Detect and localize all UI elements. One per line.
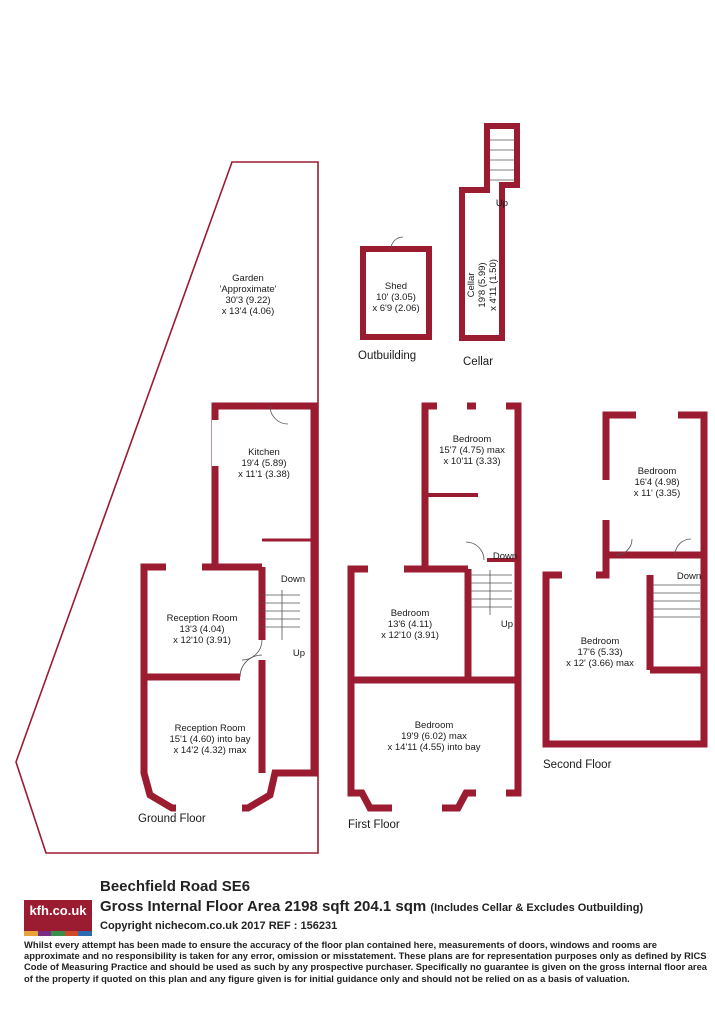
shed-name: Shed <box>385 281 407 292</box>
ff-bed-front-dim2: x 14'11 (4.55) into bay <box>387 742 480 753</box>
sf-stair-down: Down <box>677 571 701 582</box>
shed-dim1: 10' (3.05) <box>376 292 416 303</box>
windows <box>166 402 678 812</box>
ff-bed-mid-dim1: 13'6 (4.11) <box>388 619 432 630</box>
first-stairs <box>470 570 512 615</box>
second-floor-walls <box>542 411 708 748</box>
first-floor-label: First Floor <box>348 819 400 831</box>
agent-logo: kfh.co.uk <box>24 900 92 936</box>
cellar-label: Cellar <box>463 356 493 368</box>
ff-stair-down: Down <box>493 551 517 562</box>
copyright-line: Copyright nichecom.co.uk 2017 REF : 1562… <box>100 920 338 932</box>
ff-bed-rear-name: Bedroom <box>453 434 492 445</box>
garden-outline <box>15 161 319 854</box>
stairs-lines <box>239 139 700 678</box>
garden-dim2: x 13'4 (4.06) <box>222 306 275 317</box>
reception1-name: Reception Room <box>167 613 238 624</box>
cellar-stairs <box>490 139 514 181</box>
floor-area-value: Gross Internal Floor Area 2198 sqft 204.… <box>100 898 427 915</box>
sf-bed-rear-dim1: 16'4 (4.98) <box>634 477 679 488</box>
kitchen-dim1: 19'4 (5.89) <box>241 458 286 469</box>
cellar-stair-up: Up <box>496 198 508 209</box>
shed-dim2: x 6'9 (2.06) <box>372 303 419 314</box>
ff-bed-front-name: Bedroom <box>415 720 454 731</box>
garden-name: Garden <box>232 273 264 284</box>
garden-note: 'Approximate' <box>220 284 277 295</box>
ff-bed-rear-dim1: 15'7 (4.75) max <box>439 445 505 456</box>
cellar-name: Cellar <box>466 273 477 298</box>
sf-bed-rear-dim2: x 11' (3.35) <box>634 488 681 499</box>
garden-dim1: 30'3 (9.22) <box>225 295 270 306</box>
logo-text: kfh.co.uk <box>29 903 87 918</box>
second-stairs <box>652 584 700 618</box>
ff-bed-mid-dim2: x 12'10 (3.91) <box>381 630 439 641</box>
property-address: Beechfield Road SE6 <box>100 878 251 895</box>
ff-bed-rear-dim2: x 10'11 (3.33) <box>443 456 500 467</box>
sf-bed-front-dim1: 17'6 (5.33) <box>577 647 622 658</box>
kitchen-name: Kitchen <box>248 447 280 458</box>
logo-stripe-1 <box>24 931 38 936</box>
shed-walls <box>360 246 432 340</box>
reception1-dim2: x 12'10 (3.91) <box>173 635 231 646</box>
reception2-dim2: x 14'2 (4.32) max <box>173 745 246 756</box>
logo-color-bar <box>24 931 92 936</box>
ground-floor-label: Ground Floor <box>138 813 206 825</box>
logo-stripe-4 <box>64 931 79 936</box>
second-floor-label: Second Floor <box>543 759 612 771</box>
cellar-dim2: x 4'11 (1.50) <box>488 259 499 311</box>
floor-area: Gross Internal Floor Area 2198 sqft 204.… <box>100 898 643 915</box>
reception2-dim1: 15'1 (4.60) into bay <box>169 734 250 745</box>
outbuilding-label: Outbuilding <box>358 350 416 362</box>
ff-bed-mid-name: Bedroom <box>391 608 430 619</box>
logo-stripe-2 <box>37 931 52 936</box>
sf-bed-front-name: Bedroom <box>581 636 620 647</box>
floor-plan-drawing: Garden 'Approximate' 30'3 (9.22) x 13'4 … <box>15 123 708 854</box>
kitchen-dim2: x 11'1 (3.38) <box>238 469 290 480</box>
sf-bed-front-dim2: x 12' (3.66) max <box>566 658 634 669</box>
logo-stripe-3 <box>51 931 65 936</box>
logo-stripe-5 <box>78 931 92 936</box>
floor-area-note: (Includes Cellar & Excludes Outbuilding) <box>430 902 644 914</box>
reception1-dim1: 13'3 (4.04) <box>179 624 224 635</box>
ground-floor-walls <box>140 402 318 812</box>
ground-stairs <box>262 590 300 640</box>
cellar-dim1: 19'8 (5.99) <box>477 262 488 307</box>
disclaimer-text: Whilst every attempt has been made to en… <box>24 939 708 984</box>
ground-stair-up: Up <box>293 648 305 659</box>
ff-bed-front-dim1: 19'9 (6.02) max <box>401 731 467 742</box>
reception2-name: Reception Room <box>175 723 246 734</box>
cellar-walls <box>459 123 520 341</box>
sf-bed-rear-name: Bedroom <box>638 466 677 477</box>
ground-stair-down: Down <box>281 574 305 585</box>
ff-stair-up: Up <box>501 619 513 630</box>
